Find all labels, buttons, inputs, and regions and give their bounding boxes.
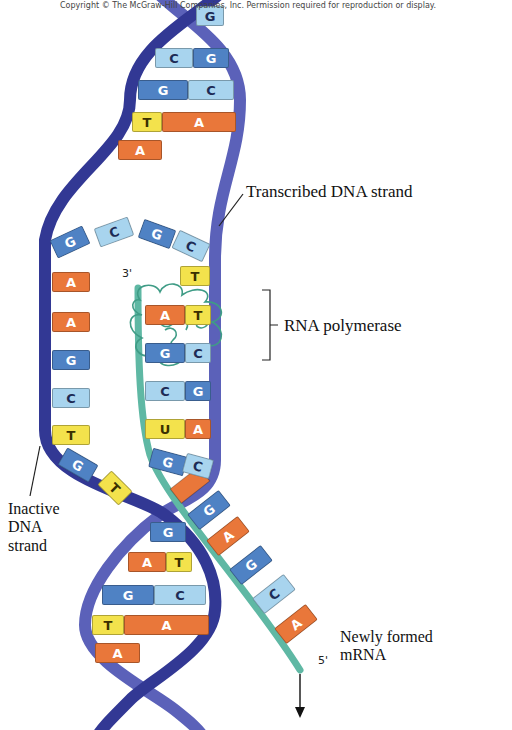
base-letter: G <box>161 454 175 469</box>
base-letter: G <box>163 526 174 539</box>
base-letter: C <box>160 385 170 398</box>
base-letter: G <box>150 226 164 242</box>
nucleotide-base: C <box>171 230 210 262</box>
molecule-label: Newly formed mRNA <box>340 628 460 665</box>
direction-arrow <box>299 674 300 710</box>
nucleotide-base: G <box>150 522 186 542</box>
nucleotide-base: A <box>118 140 162 160</box>
base-letter: G <box>70 457 86 474</box>
nucleotide-base: G <box>49 225 90 258</box>
base-letter: A <box>161 619 171 632</box>
nucleotide-base: T <box>185 305 211 325</box>
base-letter: A <box>135 144 145 157</box>
nucleotide-base: C <box>185 343 211 363</box>
mrna-backbone <box>138 288 300 670</box>
nucleotide-base: G <box>52 350 90 370</box>
nucleotide-base: C <box>52 388 90 408</box>
nucleotide-base: G <box>102 585 154 605</box>
nucleotide-base: T <box>180 266 210 286</box>
base-letter: A <box>220 528 236 544</box>
nucleotide-base: A <box>128 552 166 572</box>
nucleotide-base: A <box>185 419 211 439</box>
copyright-notice: Copyright © The McGraw-Hill Companies, I… <box>60 1 436 10</box>
nucleotide-base: G <box>145 343 185 363</box>
base-letter: C <box>206 84 216 97</box>
enzyme-label: RNA polymerase <box>284 316 402 336</box>
base-letter: A <box>193 423 203 436</box>
base-letter: A <box>66 276 76 289</box>
nucleotide-base: U <box>145 419 185 439</box>
rna-polymerase-shape <box>130 284 221 366</box>
base-letter: T <box>104 619 113 632</box>
base-letter: G <box>201 502 217 519</box>
nucleotide-base: T <box>97 470 132 505</box>
bracket <box>262 290 278 360</box>
base-letter: C <box>107 224 120 239</box>
base-letter: C <box>266 586 282 602</box>
nucleotide-base: A <box>124 615 209 635</box>
nucleotide-base: C <box>154 585 206 605</box>
leader-line <box>219 194 243 226</box>
base-letter: A <box>112 647 122 660</box>
nucleotide-base: G <box>185 381 211 401</box>
base-letter: G <box>206 52 217 65</box>
base-letter: C <box>193 347 203 360</box>
nucleotide-base: G <box>229 545 273 585</box>
nucleotide-base: A <box>206 516 250 556</box>
nucleotide-base: T <box>132 112 162 132</box>
nucleotide-base: G <box>138 80 188 100</box>
base-letter: G <box>160 347 171 360</box>
nucleotide-base: A <box>162 112 236 132</box>
base-letter: C <box>192 458 205 473</box>
nucleotide-base: G <box>57 447 98 482</box>
nucleotide-base: C <box>182 453 214 480</box>
nucleotide-base: C <box>188 80 234 100</box>
arrowhead <box>295 707 305 718</box>
base-letter: T <box>143 116 152 129</box>
nucleotide-base: C <box>94 216 135 247</box>
base-letter: A <box>288 616 304 632</box>
base-letter: G <box>66 354 77 367</box>
nucleotide-base: G <box>193 48 229 68</box>
nucleotide-base: A <box>145 305 185 325</box>
base-letter: T <box>107 480 122 495</box>
base-letter: G <box>123 589 134 602</box>
base-letter: G <box>205 10 216 23</box>
strand-label: Transcribed DNA strand <box>246 182 413 202</box>
nucleotide-base: A <box>95 643 140 663</box>
nucleotide-base: A <box>274 604 318 644</box>
base-letter: A <box>194 116 204 129</box>
base-letter: C <box>169 52 179 65</box>
base-letter: A <box>66 316 76 329</box>
base-letter: T <box>194 309 203 322</box>
base-letter: A <box>160 309 170 322</box>
nucleotide-base: C <box>155 48 193 68</box>
base-letter: U <box>160 423 171 436</box>
base-letter: G <box>62 234 77 250</box>
base-letter: G <box>243 557 259 574</box>
base-letter: G <box>158 84 169 97</box>
leader-line <box>30 446 40 496</box>
strand-label: Inactive DNA strand <box>8 500 72 555</box>
end-label: 5' <box>318 655 328 668</box>
nucleotide-base: G <box>187 490 231 530</box>
nucleotide-base: G <box>138 219 177 249</box>
base-letter: C <box>175 589 185 602</box>
base-letter: T <box>67 429 76 442</box>
nucleotide-base: C <box>252 574 296 614</box>
end-label: 3' <box>122 268 132 281</box>
base-letter: T <box>175 556 184 569</box>
base-letter: T <box>191 270 200 283</box>
nucleotide-base: T <box>52 425 90 445</box>
nucleotide-base: A <box>52 312 90 332</box>
base-letter: A <box>142 556 152 569</box>
base-letter: C <box>66 392 76 405</box>
nucleotide-base: T <box>166 552 192 572</box>
base-letter: C <box>184 238 198 254</box>
nucleotide-base: C <box>145 381 185 401</box>
base-letter: G <box>193 385 204 398</box>
nucleotide-base: A <box>52 272 90 292</box>
nucleotide-base: T <box>92 615 124 635</box>
